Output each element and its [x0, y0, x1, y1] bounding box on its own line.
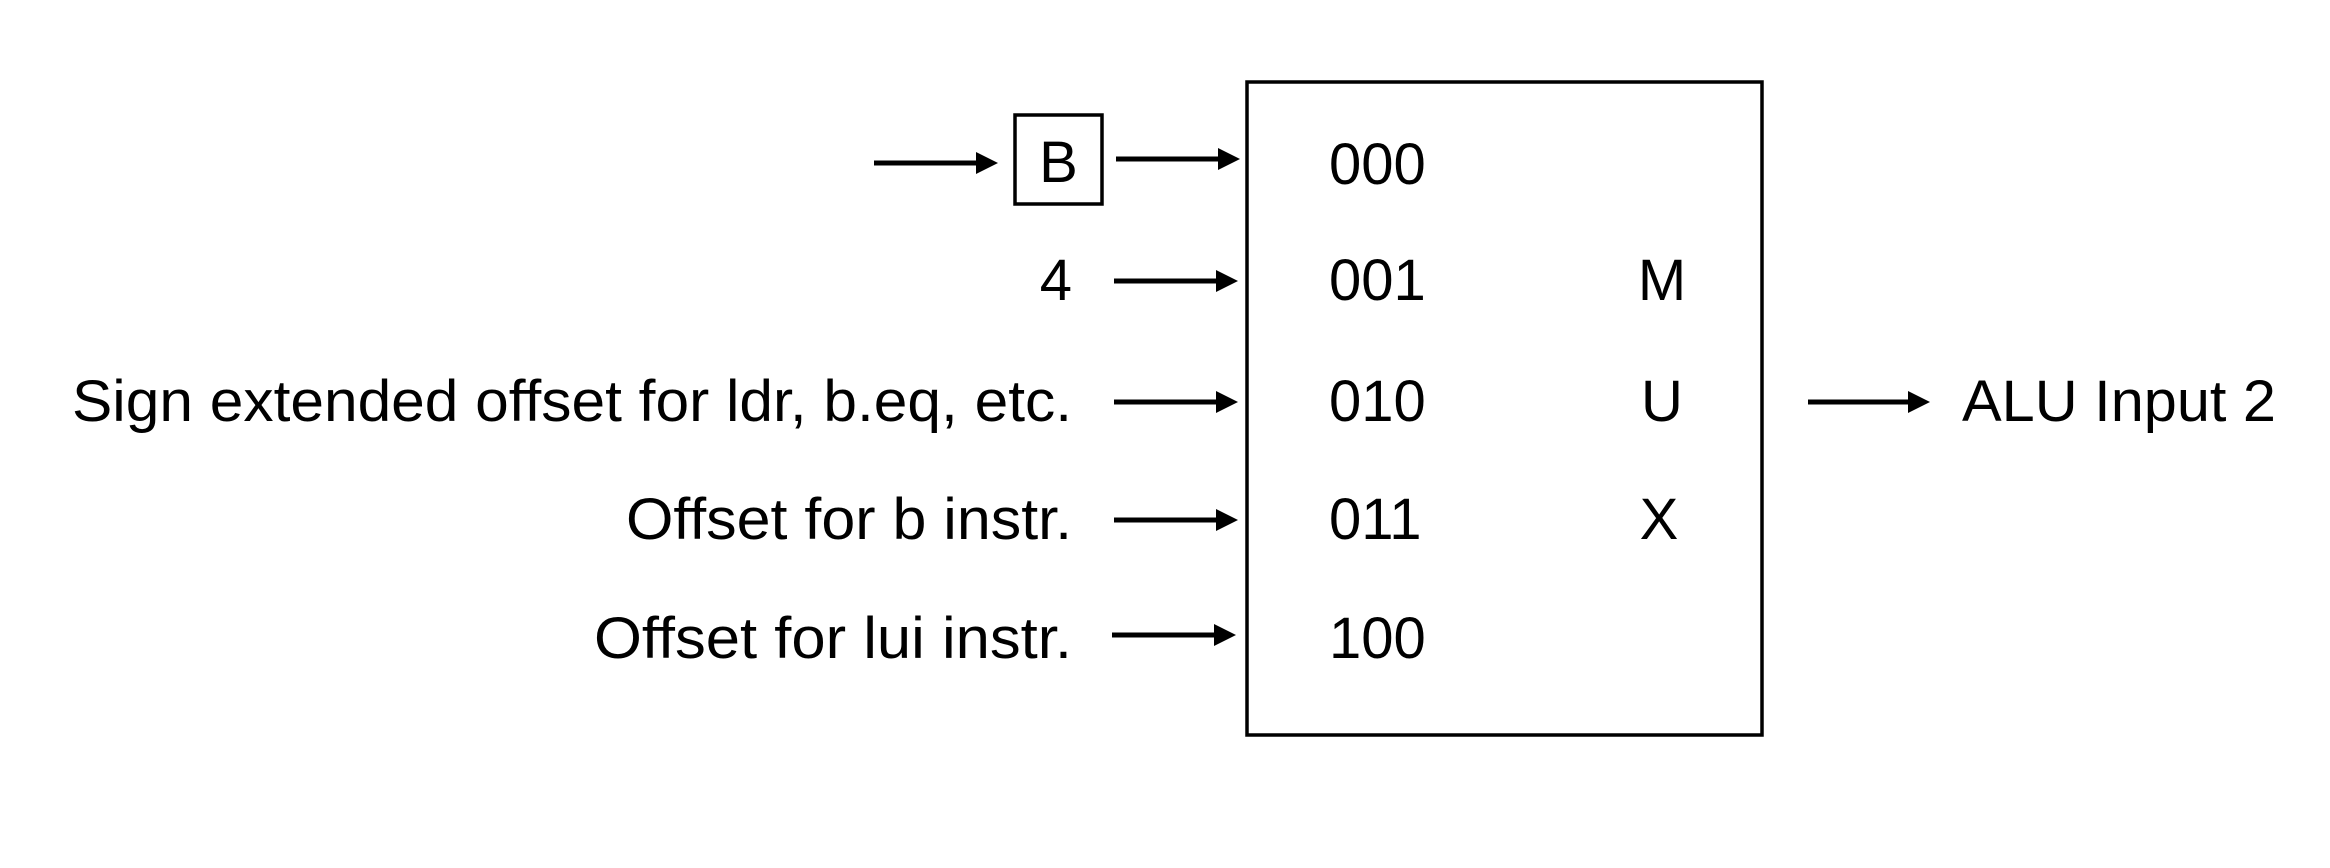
input-arrow-head — [1216, 270, 1238, 292]
input-label-offset-b: Offset for b instr. — [626, 487, 1072, 552]
select-code-001: 001 — [1329, 248, 1426, 313]
select-code-011: 011 — [1329, 487, 1421, 552]
output-arrow-head — [1908, 391, 1930, 413]
mux-input-001: 4 — [1040, 248, 1238, 313]
register-in-arrow-head — [976, 152, 998, 174]
input-arrow-head — [1216, 391, 1238, 413]
select-code-010: 010 — [1329, 369, 1426, 434]
input-label-4: 4 — [1040, 248, 1072, 313]
select-code-100: 100 — [1329, 606, 1426, 671]
select-code-000: 000 — [1329, 132, 1426, 197]
mux-letter-x: X — [1640, 487, 1679, 552]
input-arrow-head — [1214, 624, 1236, 646]
mux-output: ALU Input 2 — [1808, 369, 2276, 434]
mux-input-010: Sign extended offset for ldr, b.eq, etc. — [72, 369, 1238, 434]
mux-box — [1245, 80, 1764, 737]
mux-input-011: Offset for b instr. — [626, 487, 1238, 552]
output-label: ALU Input 2 — [1962, 369, 2276, 434]
mux-letter-m: M — [1638, 248, 1686, 313]
input-label-sign-extended-offset: Sign extended offset for ldr, b.eq, etc. — [72, 369, 1072, 434]
input-arrow-head — [1216, 509, 1238, 531]
register-out-arrow-head — [1218, 148, 1240, 170]
register-b-box — [1013, 113, 1104, 206]
input-label-offset-lui: Offset for lui instr. — [594, 606, 1072, 671]
register-b-label: B — [1039, 130, 1078, 195]
mux-input-100: Offset for lui instr. — [594, 606, 1236, 671]
register-b-input: B — [874, 113, 1240, 206]
mux-letter-u: U — [1641, 369, 1683, 434]
